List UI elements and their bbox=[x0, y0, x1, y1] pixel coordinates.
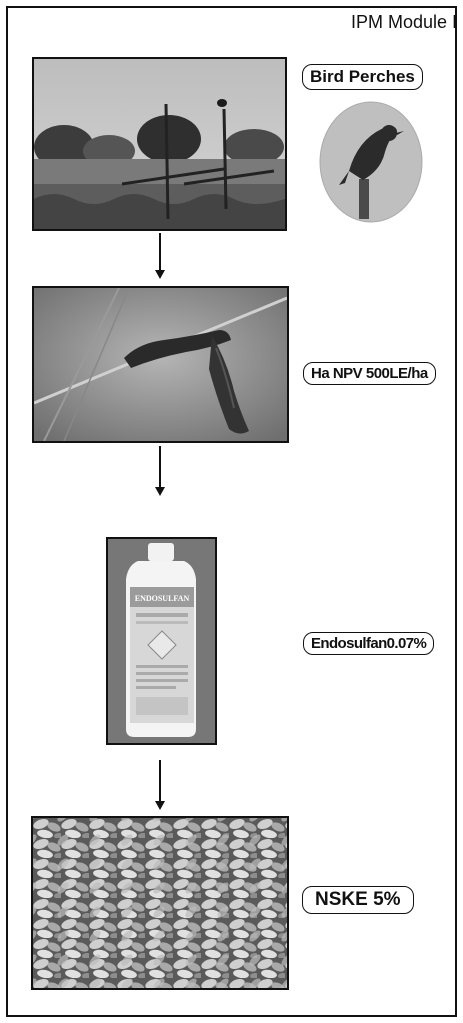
step-label-nske: NSKE 5% bbox=[302, 886, 414, 914]
step-label-endosulfan: Endosulfan0.07% bbox=[303, 632, 434, 655]
endosulfan-bottle-photo: ENDOSULFAN bbox=[106, 537, 217, 745]
step-label-ha-npv: Ha NPV 500LE/ha bbox=[303, 362, 436, 385]
step-label-bird-perches: Bird Perches bbox=[302, 64, 423, 90]
caterpillar-photo bbox=[32, 286, 289, 443]
module-title: IPM Module I bbox=[351, 12, 457, 33]
bottle-brand-text: ENDOSULFAN bbox=[135, 594, 190, 603]
neem-seeds-photo bbox=[31, 816, 289, 990]
bird-perches-photo bbox=[32, 57, 287, 231]
bird-closeup-photo bbox=[319, 101, 423, 223]
